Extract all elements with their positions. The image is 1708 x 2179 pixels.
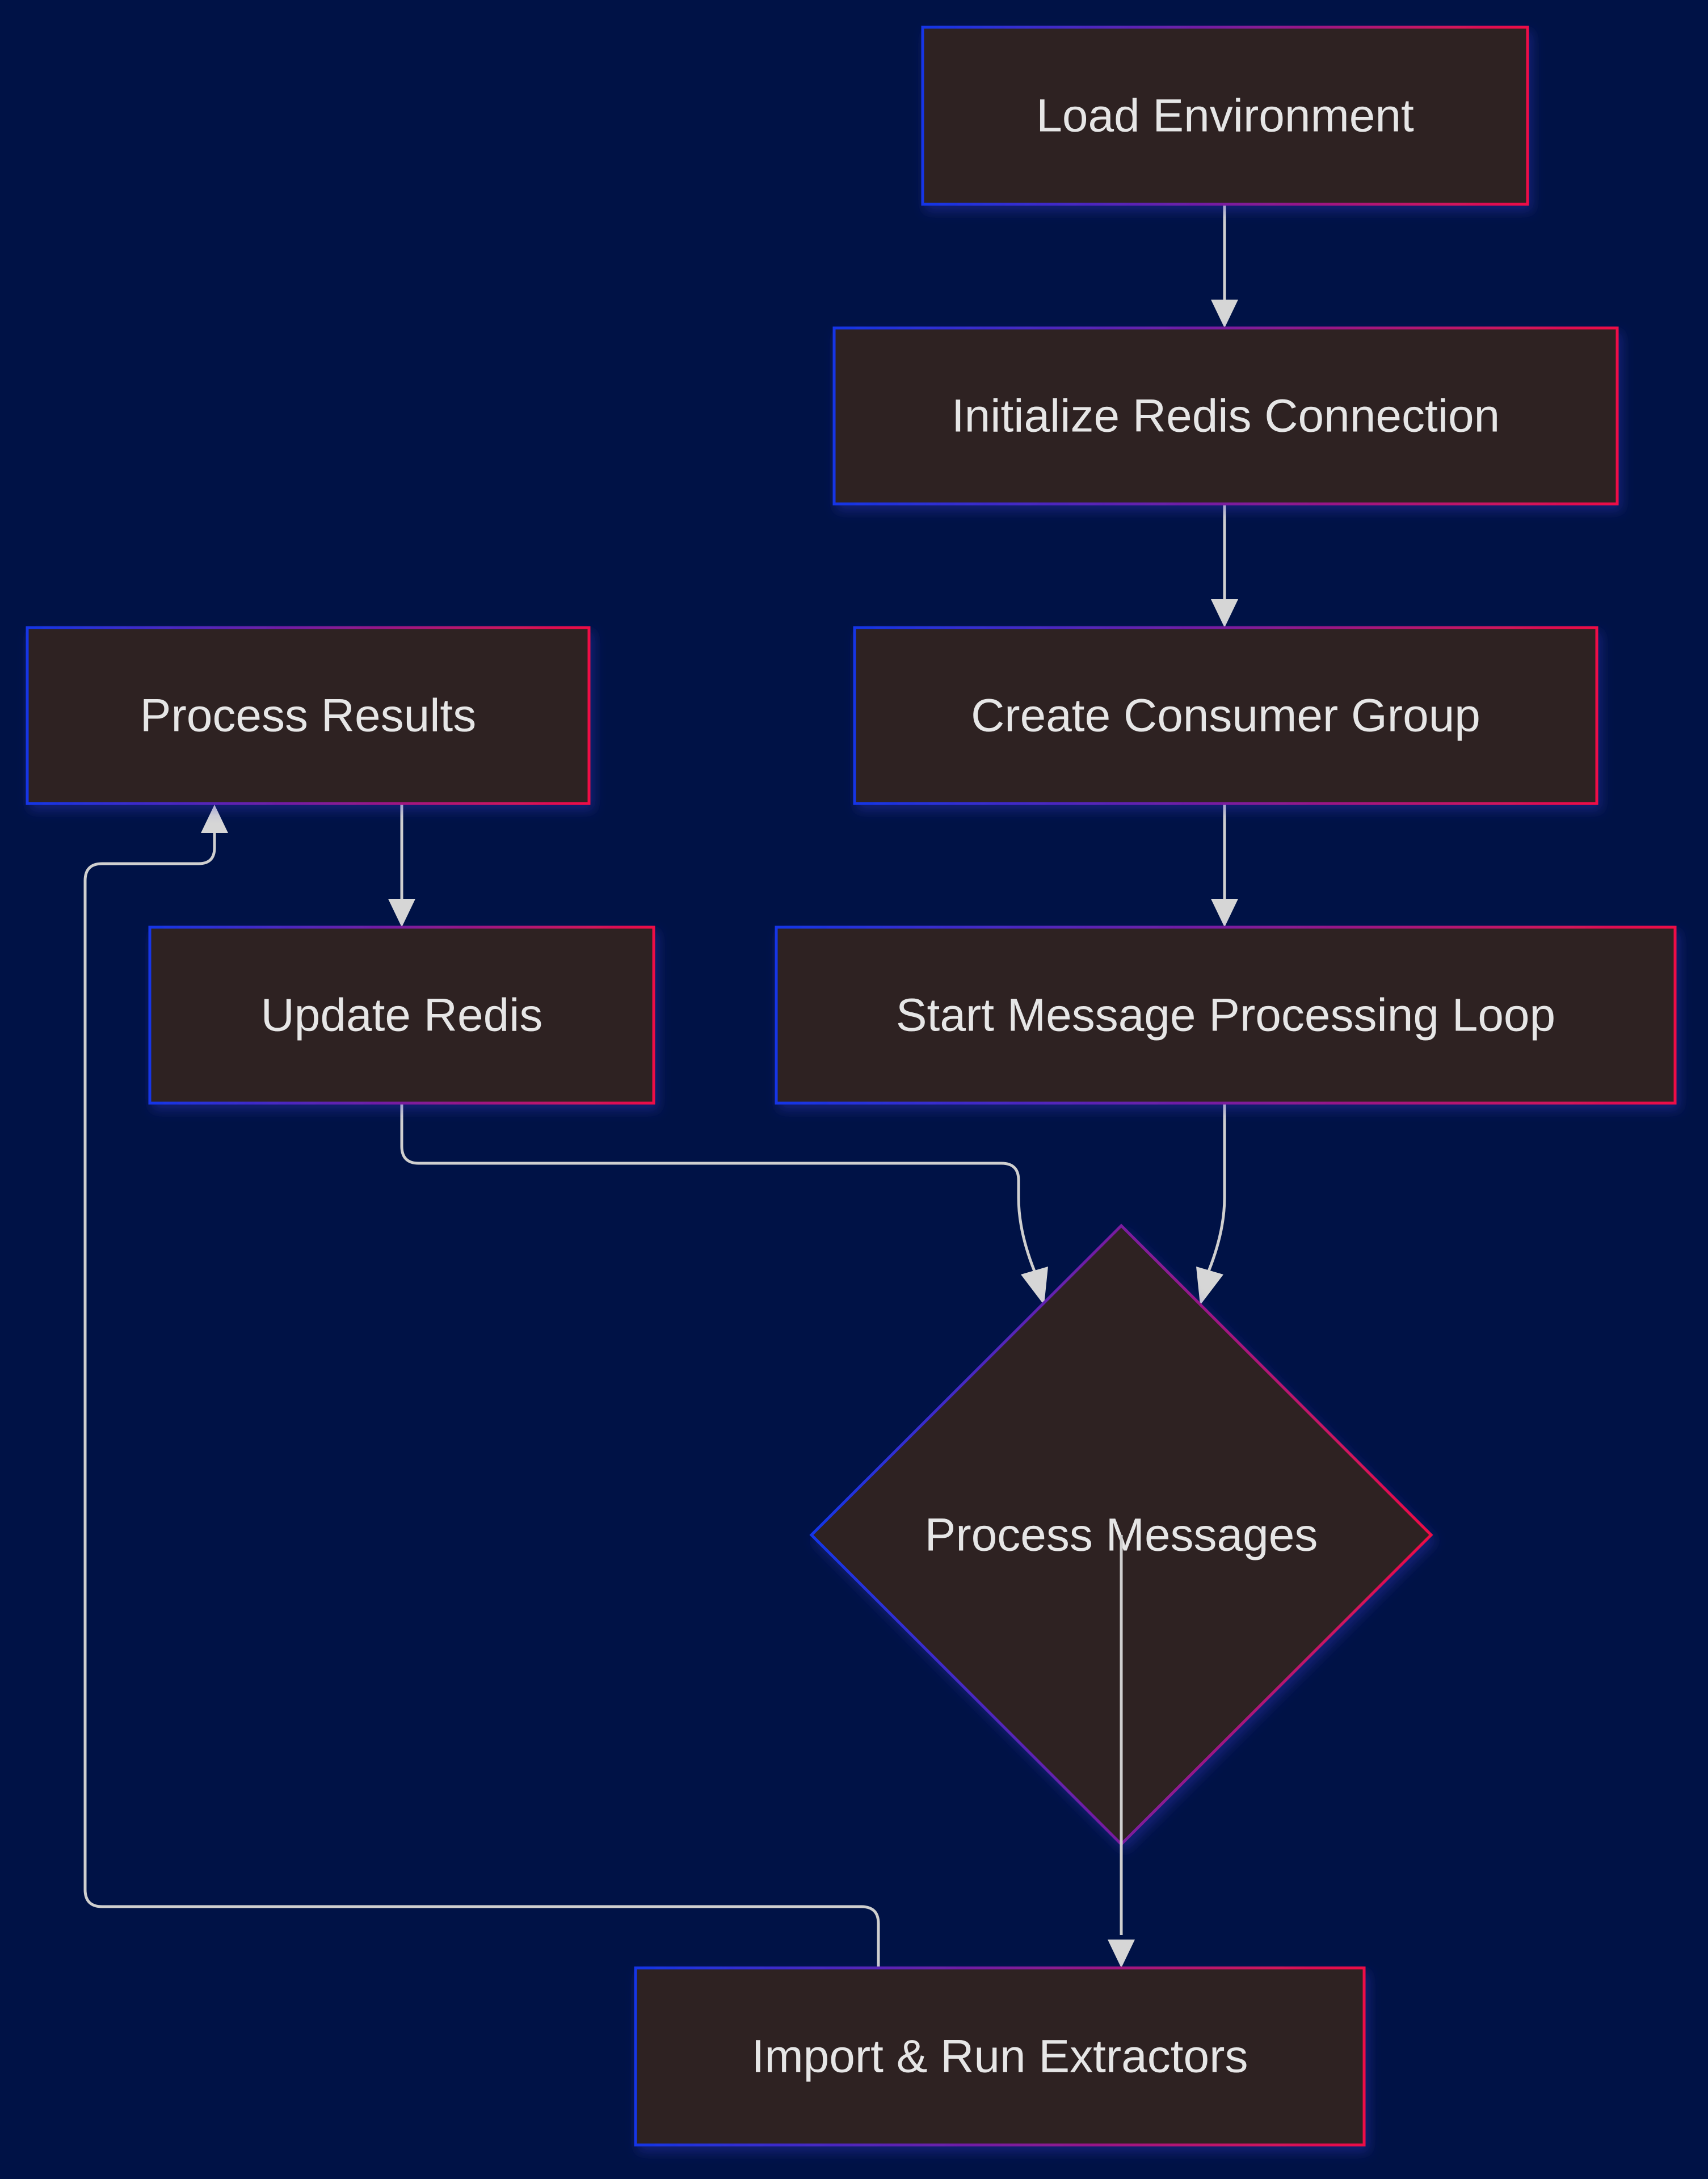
arrowhead-process-results (201, 805, 228, 833)
node-initialize-redis-connection[interactable]: Initialize Redis Connection (832, 326, 1619, 506)
arrowhead-import-run (1108, 1940, 1135, 1968)
node-create-consumer-group[interactable]: Create Consumer Group (853, 626, 1598, 805)
arrowhead-init-redis (1211, 300, 1238, 328)
node-label: Import & Run Extractors (752, 2031, 1248, 2083)
node-update-redis[interactable]: Update Redis (148, 926, 655, 1105)
node-label: Create Consumer Group (971, 690, 1480, 742)
node-label: Update Redis (261, 990, 543, 1041)
node-process-results[interactable]: Process Results (26, 626, 591, 805)
node-import-run-extractors[interactable]: Import & Run Extractors (634, 1966, 1366, 2147)
node-label: Start Message Processing Loop (896, 990, 1555, 1041)
node-label: Initialize Redis Connection (952, 390, 1500, 442)
edge-loop-to-process-messages (1207, 1103, 1226, 1272)
arrowhead-process-messages-right (1196, 1267, 1223, 1305)
arrowheads (201, 300, 1238, 1968)
arrowhead-update-redis (388, 899, 415, 927)
edge-update-redis-to-process-messages (400, 1103, 1036, 1272)
node-label: Process Results (140, 690, 476, 742)
node-load-environment[interactable]: Load Environment (921, 26, 1529, 206)
node-label: Load Environment (1036, 90, 1414, 142)
arrowhead-loop (1211, 899, 1238, 927)
arrowhead-process-messages-left (1021, 1267, 1048, 1305)
edge-import-run-to-process-results (83, 833, 880, 1968)
arrowhead-consumer-group (1211, 599, 1238, 628)
node-start-message-processing-loop[interactable]: Start Message Processing Loop (775, 926, 1677, 1105)
